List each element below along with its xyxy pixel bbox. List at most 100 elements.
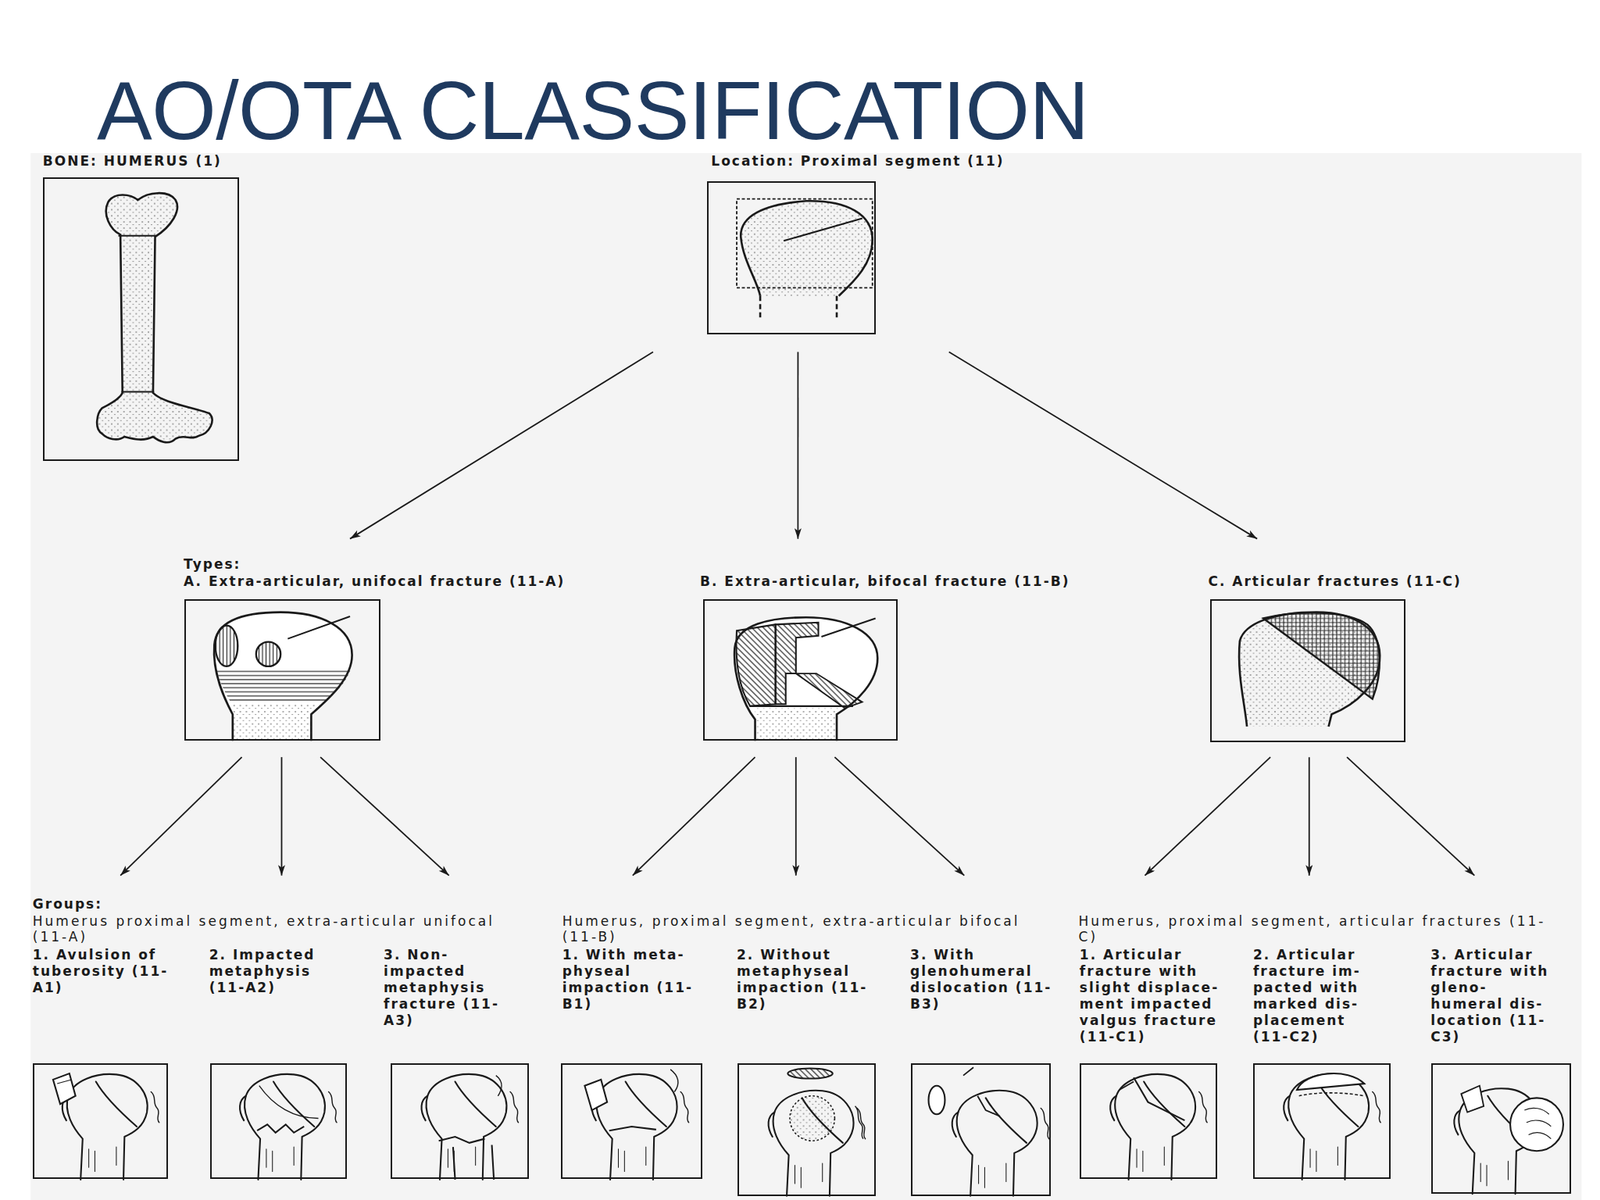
group-a1-sketch <box>57 1079 72 1084</box>
group-c1-sketch <box>1133 1077 1185 1121</box>
classification-node: B. Extra-articular, bifocal fracture (11… <box>693 539 1097 758</box>
proximal-segment-sketch <box>783 218 863 242</box>
classification-node: Location: Proximal segment (11) <box>642 153 960 353</box>
figure-frame <box>390 1063 529 1179</box>
figure-frame <box>1253 1063 1391 1179</box>
group-b2-sketch <box>789 1096 835 1141</box>
type-b-sketch <box>734 617 878 741</box>
group-label: Humerus, proximal segment, extra-articul… <box>562 913 1053 945</box>
proximal-segment-sketch <box>760 296 837 321</box>
group-label: Humerus proximal segment, extra-articula… <box>32 913 523 945</box>
type-b-sketch <box>734 617 878 741</box>
arrow-connector <box>1346 757 1475 876</box>
arrow-connector <box>281 757 283 876</box>
node-heading: A. Extra-articular, unifocal fracture (1… <box>183 573 613 590</box>
group-b3-sketch <box>952 1090 1050 1197</box>
group-b3-sketch <box>928 1067 1050 1197</box>
group-c1-sketch <box>1119 1081 1134 1090</box>
group-c2-sketch <box>1299 1092 1365 1097</box>
type-b-sketch <box>775 622 819 704</box>
group-a2-sketch <box>239 1074 337 1180</box>
proximal-segment-sketch <box>736 199 873 321</box>
type-b-sketch <box>796 673 863 708</box>
group-a3-sketch <box>421 1074 519 1180</box>
group-b2-sketch <box>768 1090 866 1197</box>
group-c1-sketch <box>1110 1074 1208 1180</box>
arrow-connector <box>949 352 1258 540</box>
figure-frame <box>910 1063 1051 1197</box>
arrow-connector <box>350 352 654 540</box>
group-c2-sketch <box>1283 1073 1381 1180</box>
group-label: Humerus, proximal segment, articular fra… <box>1078 913 1559 945</box>
proximal-segment-sketch <box>740 200 873 297</box>
group-b3-sketch <box>963 1067 1000 1117</box>
diagram-title: AO/OTA CLASSIFICATION <box>96 68 1090 152</box>
humerus-bone <box>118 235 157 393</box>
group-b2-sketch <box>768 1090 866 1197</box>
node-heading: 3. Non- impacted metaphysis fracture (11… <box>383 946 507 1029</box>
node-heading: 3. Articular fracture with gleno- humera… <box>1430 946 1561 1046</box>
group-a2-sketch <box>257 1124 304 1133</box>
type-a-sketch <box>287 616 350 640</box>
figure-frame <box>560 1063 702 1179</box>
arrow-connector <box>1308 757 1311 876</box>
group-a3-sketch <box>421 1074 519 1180</box>
group-c1-sketch <box>1110 1074 1208 1180</box>
figure-art <box>30 153 1582 1200</box>
arrow-connector <box>795 757 797 876</box>
node-heading: B. Extra-articular, bifocal fracture (11… <box>700 573 1129 590</box>
arrow-connector <box>320 757 450 876</box>
node-heading: 1. With meta- physeal impaction (11-B1) <box>562 946 706 1013</box>
group-b1-sketch <box>609 1126 657 1131</box>
group-b2-sketch <box>855 1106 864 1140</box>
humerus-bone <box>96 192 212 443</box>
type-a-sketch <box>232 703 321 741</box>
type-c-sketch <box>1263 612 1380 699</box>
type-c-sketch <box>1239 612 1380 727</box>
figure-frame <box>737 1063 875 1197</box>
group-c3-sketch <box>1453 1085 1564 1194</box>
classification-node: C. Articular fractures (11-C) <box>1203 539 1485 758</box>
type-a-sketch <box>256 642 281 667</box>
group-c3-sketch <box>1524 1107 1551 1139</box>
group-a1-sketch <box>62 1074 160 1180</box>
group-a3-sketch <box>453 1144 494 1179</box>
group-b1-sketch <box>592 1074 690 1180</box>
node-heading: 2. Without metaphyseal impaction (11-B2) <box>736 946 870 1013</box>
type-b-sketch <box>755 707 843 741</box>
figure-frame <box>1079 1063 1218 1179</box>
node-heading: 1. Articular fracture with slight displa… <box>1079 946 1243 1046</box>
type-a-sketch <box>214 612 353 742</box>
arrow-connector <box>834 757 965 876</box>
figure-frame <box>32 1063 169 1179</box>
node-heading: 1. Avulsion of tuberosity (11-A1) <box>32 946 181 997</box>
group-a3-sketch <box>439 1136 486 1143</box>
figure-frame <box>703 599 898 742</box>
arrow-connector <box>120 757 242 876</box>
figure-frame <box>42 177 240 461</box>
figure-frame <box>1210 599 1405 743</box>
type-a-sketch <box>216 668 351 703</box>
group-b2-sketch <box>787 1068 833 1079</box>
group-b3-sketch <box>952 1090 1050 1197</box>
group-a3-sketch <box>496 1075 502 1097</box>
group-label: Groups: <box>32 896 156 912</box>
node-heading: 3. With glenohumeral dislocation (11-B3) <box>910 946 1064 1013</box>
group-a2-sketch <box>259 1085 319 1119</box>
type-b-sketch <box>750 705 854 708</box>
type-c-sketch <box>1239 612 1380 727</box>
type-a-sketch <box>215 625 239 667</box>
group-c2-sketch <box>1283 1074 1381 1180</box>
figure-frame <box>1431 1063 1572 1194</box>
type-b-sketch <box>821 618 875 638</box>
arrow-connector <box>632 757 756 876</box>
group-a1-sketch <box>53 1073 76 1104</box>
group-c2-sketch <box>1296 1073 1365 1090</box>
group-b1-sketch <box>584 1079 608 1111</box>
group-b1-sketch <box>670 1069 679 1093</box>
node-heading: 2. Impacted metaphysis (11-A2) <box>209 946 353 997</box>
group-a1-sketch <box>53 1073 160 1180</box>
group-c3-sketch <box>1460 1085 1484 1113</box>
figure-frame <box>210 1063 347 1179</box>
node-heading: Location: Proximal segment (11) <box>710 153 1058 170</box>
